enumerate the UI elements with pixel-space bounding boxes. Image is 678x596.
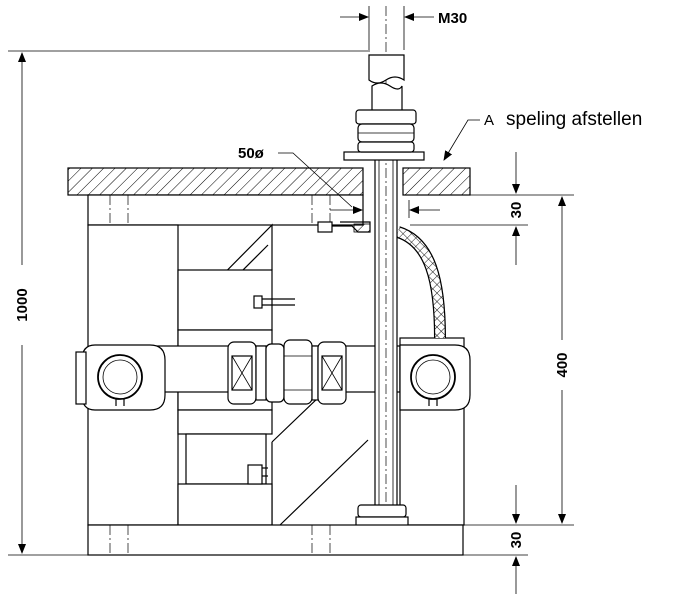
left-pivot-block: [75, 344, 166, 411]
note-text: speling afstellen: [506, 109, 642, 130]
dimension-diameter: 50ø: [238, 145, 440, 218]
load-cell-housing: [177, 269, 295, 526]
top-mount-plate: [87, 194, 371, 233]
diameter-label: 50ø: [238, 145, 265, 162]
base-plate: [87, 524, 464, 556]
dimension-top-gap: 30: [410, 152, 528, 265]
nut-right: [311, 341, 347, 405]
nut-middle: [265, 339, 313, 405]
right-pivot-block: [399, 337, 471, 526]
top-beam: [67, 167, 471, 196]
top-gap-label: 30: [508, 202, 525, 219]
nut-left: [227, 341, 257, 405]
dimension-base-plate: 30: [463, 485, 528, 594]
thread-label: M30: [438, 10, 467, 27]
horizontal-rod: [149, 339, 401, 405]
dimension-total-height: 1000: [8, 50, 370, 556]
base-plate-label: 30: [508, 532, 525, 549]
total-height-label: 1000: [14, 288, 31, 321]
note-letter: A: [484, 112, 494, 129]
threaded-stud: [343, 6, 425, 540]
mount-height-label: 400: [554, 352, 571, 377]
dimension-thread: M30: [340, 6, 467, 50]
dimension-mount-height: 400: [463, 194, 574, 526]
note-clearance: A speling afstellen: [443, 109, 642, 161]
